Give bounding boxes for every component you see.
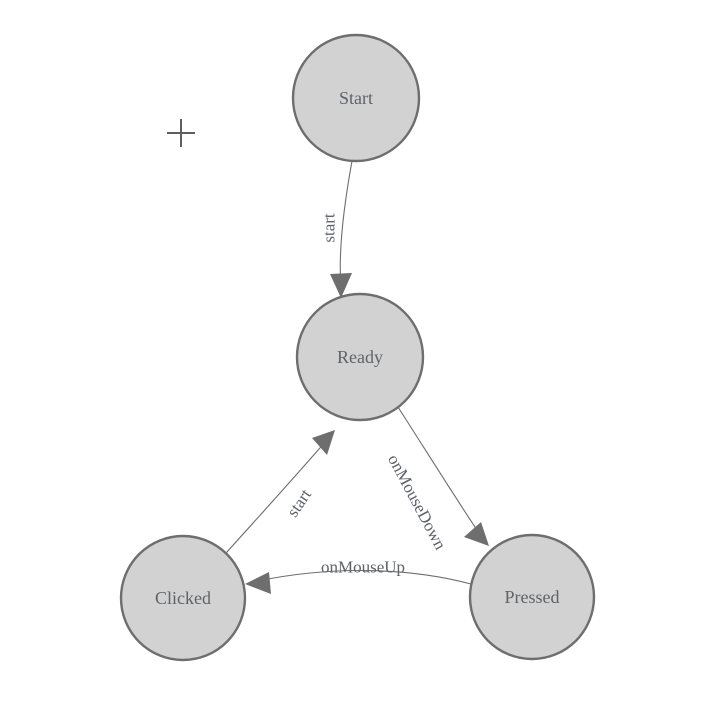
edge-start-to-ready[interactable]: start (320, 160, 353, 298)
edge-label: start (283, 485, 315, 520)
plus-marker-icon[interactable] (167, 119, 195, 147)
edge-line[interactable] (397, 406, 482, 537)
edge-line[interactable] (339, 160, 353, 287)
arrowhead-icon (464, 522, 489, 546)
edge-line[interactable] (225, 440, 327, 554)
node-shape[interactable] (291, 33, 421, 163)
node-label: Start (339, 88, 373, 108)
node-label: Ready (337, 347, 383, 367)
edge-clicked-to-ready[interactable]: start (225, 430, 335, 554)
node-label: Pressed (505, 587, 560, 607)
node-label: Clicked (155, 588, 211, 608)
node-shape[interactable] (468, 533, 596, 661)
arrowhead-icon (245, 572, 271, 594)
node-pressed[interactable]: Pressed (468, 533, 596, 661)
arrowhead-icon (330, 273, 352, 298)
node-ready[interactable]: Ready (295, 292, 425, 422)
node-start[interactable]: Start (291, 33, 421, 163)
arrowhead-icon (312, 430, 335, 455)
edge-label: start (320, 213, 339, 243)
edge-label: onMouseUp (321, 558, 405, 577)
edge-pressed-to-clicked[interactable]: onMouseUp (245, 558, 472, 595)
edge-ready-to-pressed[interactable]: onMouseDown (384, 406, 489, 553)
edge-label: onMouseDown (384, 451, 450, 553)
node-shape[interactable] (119, 534, 247, 662)
node-shape[interactable] (295, 292, 425, 422)
node-clicked[interactable]: Clicked (119, 534, 247, 662)
edge-line[interactable] (257, 570, 472, 585)
